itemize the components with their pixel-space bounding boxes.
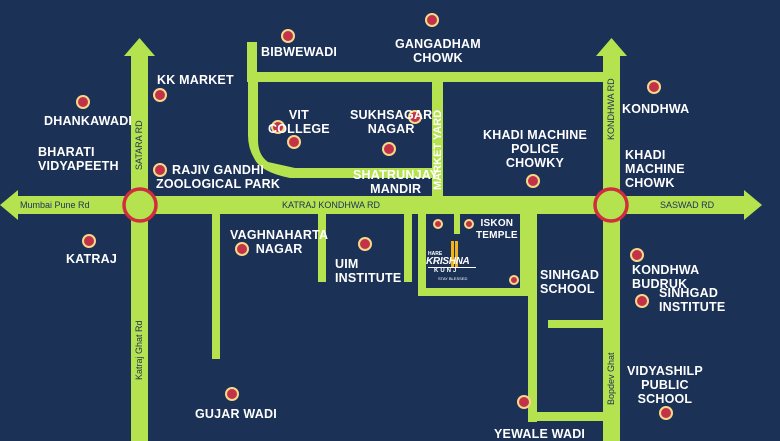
marker-vaghnaharta bbox=[235, 242, 249, 256]
road-sinhgad-south bbox=[528, 412, 603, 421]
marker-hkk-west bbox=[433, 219, 443, 229]
road-uim-2 bbox=[404, 212, 412, 282]
road-uim-1 bbox=[318, 212, 326, 282]
road-market-yard bbox=[432, 82, 443, 202]
road-mumbai-pune-katraj-kondhwa-saswad bbox=[14, 196, 748, 214]
road-hkk-south bbox=[418, 288, 528, 296]
road-bibwewadi-west bbox=[247, 42, 257, 80]
road-vaghnaharta bbox=[212, 212, 220, 359]
road-sinhgad-inst bbox=[548, 320, 603, 328]
road-label-saswad: SASWAD RD bbox=[660, 200, 715, 210]
road-gangadham bbox=[247, 72, 603, 82]
logo-divider bbox=[428, 267, 476, 268]
marker-vit-college bbox=[287, 135, 301, 149]
marker-shatrunjay bbox=[382, 142, 396, 156]
marker-sinhgad-institute bbox=[635, 294, 649, 308]
marker-vit bbox=[271, 120, 285, 134]
marker-khadi-police bbox=[526, 174, 540, 188]
road-iskon bbox=[454, 212, 460, 234]
road-kondhwa-bopdev bbox=[603, 52, 620, 441]
road-label-katraj-ghat: Katraj Ghat Rd bbox=[134, 320, 144, 380]
marker-yewale-wadi bbox=[517, 395, 531, 409]
place-yewale-wadi: YEWALE WADI bbox=[494, 427, 586, 441]
marker-hkk-east bbox=[509, 275, 519, 285]
road-hkk-west bbox=[418, 212, 426, 296]
place-katraj: KATRAJ bbox=[66, 252, 117, 266]
junction-katraj-chowk bbox=[122, 187, 158, 223]
road-label-mumbai-pune: Mumbai Pune Rd bbox=[20, 200, 90, 210]
logo-main-text: KRISHNA bbox=[426, 256, 470, 267]
arrow-east bbox=[744, 190, 762, 220]
marker-kondhwa-budruk bbox=[630, 248, 644, 262]
logo-sub-text: KUNJ bbox=[434, 268, 459, 274]
place-kondhwa: KONDHWA bbox=[622, 102, 690, 116]
road-label-kondhwa: KONDHWA RD bbox=[606, 78, 616, 140]
road-label-bopdev: Bopdev Ghat bbox=[606, 352, 616, 405]
arrow-west bbox=[0, 190, 18, 220]
marker-kk-market bbox=[153, 88, 167, 102]
hare-krishna-kunj-logo: HARE KRISHNA KUNJ STAY BLESSED bbox=[418, 238, 478, 288]
place-bibwewadi: BIBWEWADI bbox=[261, 45, 338, 59]
place-kk-market: KK MARKET bbox=[157, 73, 234, 87]
marker-bibwewadi bbox=[281, 29, 295, 43]
road-vit-curve bbox=[248, 80, 432, 178]
logo-accent-bar bbox=[451, 241, 454, 267]
logo-top-text: HARE bbox=[428, 251, 443, 257]
road-sinhgad-east bbox=[528, 212, 537, 422]
marker-vidyashilp bbox=[659, 406, 673, 420]
road-label-katraj-kondhwa: KATRAJ KONDHWA RD bbox=[282, 200, 381, 210]
arrow-north-kondhwa bbox=[596, 38, 627, 56]
marker-gujar-wadi bbox=[225, 387, 239, 401]
marker-kondhwa bbox=[647, 80, 661, 94]
marker-gangadham bbox=[425, 13, 439, 27]
junction-khadi-machine-chowk bbox=[593, 187, 629, 223]
arrow-north-satara bbox=[124, 38, 155, 56]
road-label-satara: SATARA RD bbox=[134, 120, 144, 170]
place-gujar-wadi: GUJAR WADI bbox=[195, 407, 277, 421]
marker-iskon bbox=[464, 219, 474, 229]
road-satara-katraj-ghat bbox=[131, 52, 148, 441]
marker-uim bbox=[358, 237, 372, 251]
marker-rajiv-gandhi bbox=[153, 163, 167, 177]
logo-accent-bar bbox=[455, 241, 458, 267]
place-dhankawadi: DHANKAWADI bbox=[44, 114, 133, 128]
marker-dhankawadi bbox=[76, 95, 90, 109]
logo-tagline: STAY BLESSED bbox=[438, 276, 468, 281]
marker-sukhsagar bbox=[408, 110, 422, 124]
marker-katraj bbox=[82, 234, 96, 248]
road-hkk-east bbox=[520, 212, 528, 296]
